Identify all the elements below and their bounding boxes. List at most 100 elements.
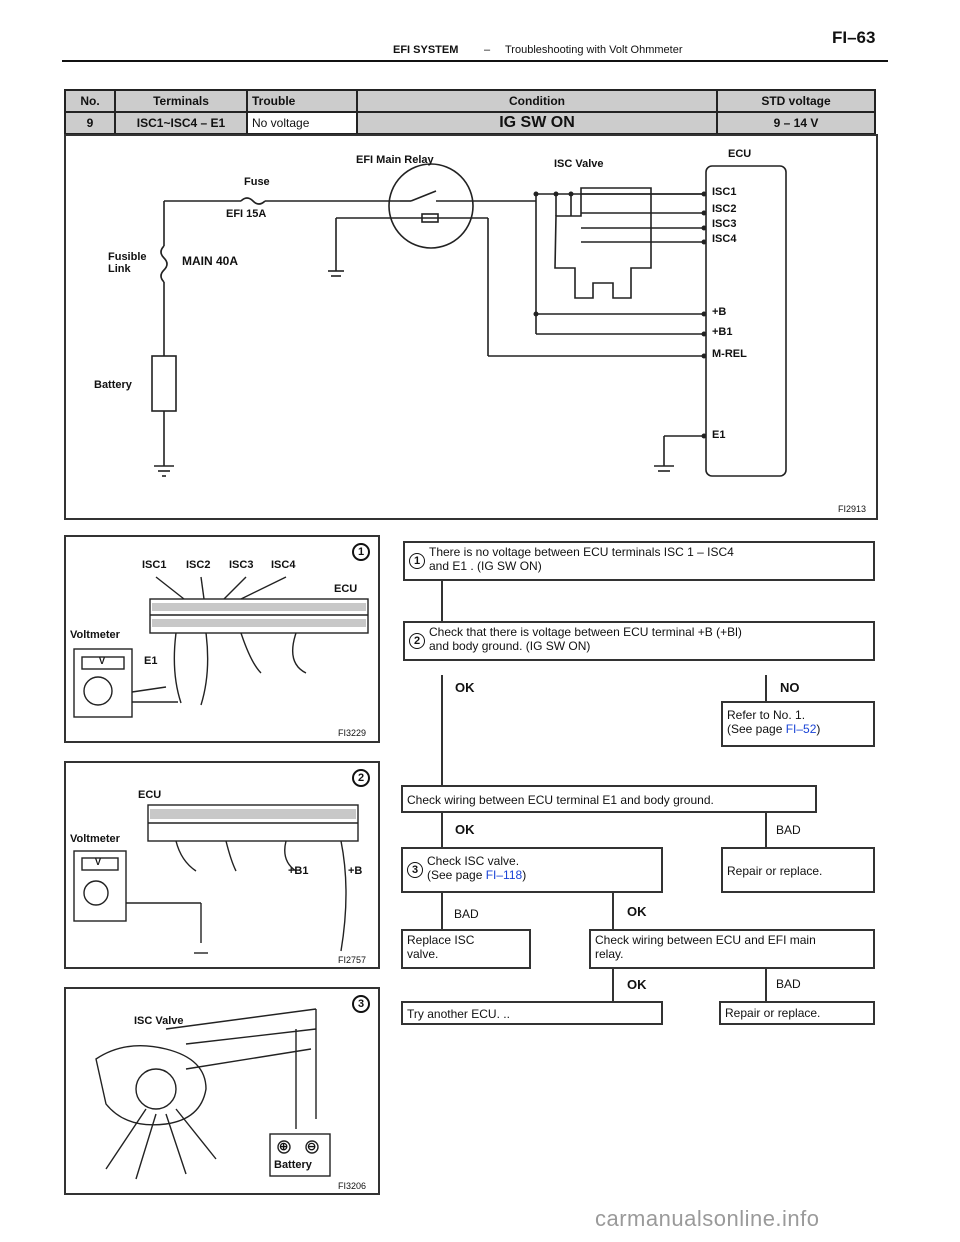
flow-check-relay-line1: Check wiring between ECU and EFI main bbox=[595, 933, 816, 947]
fig2-label-voltmeter: Voltmeter bbox=[70, 833, 120, 845]
cell-std-voltage: 9 – 14 V bbox=[716, 111, 876, 135]
figure-step1-svg bbox=[73, 576, 369, 718]
col-condition: Condition bbox=[356, 89, 718, 113]
header-rule bbox=[62, 60, 888, 62]
connector bbox=[441, 581, 443, 621]
flow-check-relay-line2: relay. bbox=[595, 947, 624, 961]
col-terminals: Terminals bbox=[114, 89, 248, 113]
connector bbox=[765, 969, 767, 1001]
flow-step3-suffix: ) bbox=[522, 868, 527, 882]
figure-id-step3: FI3206 bbox=[338, 1181, 367, 1191]
flow-ok-2: OK bbox=[455, 822, 475, 837]
flow-check-relay-box: Check wiring between ECU and EFI main re… bbox=[589, 929, 875, 969]
label-fuse: Fuse bbox=[244, 176, 270, 188]
fig1-label-voltmeter: Voltmeter bbox=[70, 629, 120, 641]
flow-step3-text1: Check ISC valve. bbox=[427, 854, 520, 868]
figure-id-wiring: FI2913 bbox=[838, 504, 867, 514]
flow-refer-line1: Refer to No. 1. bbox=[727, 708, 806, 722]
flow-step3-number: 3 bbox=[407, 862, 423, 878]
label-isc4: ISC4 bbox=[712, 233, 737, 245]
flow-step2-text2: and body ground. (IG SW ON) bbox=[429, 639, 591, 653]
spec-table: No. Terminals Trouble Condition STD volt… bbox=[64, 89, 876, 135]
wiring-diagram-svg bbox=[151, 163, 787, 477]
flow-bad-2: BAD bbox=[454, 907, 479, 921]
flow-refer-box: Refer to No. 1. (See page FI–52) bbox=[721, 701, 875, 747]
label-isc2: ISC2 bbox=[712, 203, 737, 215]
label-main-relay: EFI Main Relay bbox=[356, 154, 434, 166]
figure-step2: 2 ECU Voltmeter V +B1 +B FI2757 bbox=[64, 761, 380, 969]
figure-step3-svg bbox=[95, 1008, 331, 1180]
fig3-label-isc-valve: ISC Valve bbox=[134, 1015, 184, 1027]
link-fi-118[interactable]: FI–118 bbox=[485, 868, 523, 882]
label-plus-b: +B bbox=[712, 306, 727, 318]
label-isc3: ISC3 bbox=[712, 218, 737, 230]
cell-trouble: No voltage bbox=[246, 111, 358, 135]
flow-step2-text1: Check that there is voltage between ECU … bbox=[429, 625, 742, 639]
flow-try-ecu-box: Try another ECU. .. bbox=[401, 1001, 663, 1025]
fig1-label-isc4: ISC4 bbox=[271, 559, 296, 571]
flow-repair1-box: Repair or replace. bbox=[721, 847, 875, 893]
connector bbox=[765, 813, 767, 847]
cell-terminals: ISC1~ISC4 – E1 bbox=[114, 111, 248, 135]
connector bbox=[612, 893, 614, 929]
connector bbox=[612, 969, 614, 1001]
fig2-label-v: V bbox=[95, 857, 102, 867]
flow-repair2-box: Repair or replace. bbox=[719, 1001, 875, 1025]
connector bbox=[441, 813, 443, 847]
label-fusible-link: Fusible Link bbox=[108, 251, 147, 275]
fig3-label-battery: Battery bbox=[274, 1159, 312, 1171]
fig2-label-plus-b: +B bbox=[348, 865, 363, 877]
flow-step1-number: 1 bbox=[409, 553, 425, 569]
flow-check-e1-text: Check wiring between ECU terminal E1 and… bbox=[407, 793, 714, 807]
label-main40a: MAIN 40A bbox=[182, 254, 239, 268]
fig1-label-v: V bbox=[99, 656, 106, 666]
figure-step2-svg bbox=[73, 804, 359, 954]
flow-replace-isc-line1: Replace ISC bbox=[407, 933, 475, 947]
flow-step2-box: 2 Check that there is voltage between EC… bbox=[403, 621, 875, 661]
label-isc1: ISC1 bbox=[712, 186, 737, 198]
label-ecu: ECU bbox=[728, 148, 752, 160]
figure-id-step1: FI3229 bbox=[338, 728, 367, 738]
header-section: EFI SYSTEM bbox=[393, 44, 459, 56]
flow-try-ecu-text: Try another ECU. .. bbox=[407, 1007, 510, 1021]
figure-step1-number: 1 bbox=[352, 543, 370, 561]
flow-ok-4: OK bbox=[627, 977, 647, 992]
figure-step3: 3 ISC Valve ⊕ ⊖ Battery FI3206 bbox=[64, 987, 380, 1195]
label-e1: E1 bbox=[712, 429, 726, 441]
page-number: FI–63 bbox=[832, 28, 876, 47]
fig1-label-ecu: ECU bbox=[334, 583, 358, 595]
flow-replace-isc-line2: valve. bbox=[407, 947, 439, 961]
flow-step3-prefix: (See page bbox=[427, 868, 486, 882]
figure-step2-number: 2 bbox=[352, 769, 370, 787]
flow-refer-line2: (See page FI–52) bbox=[727, 722, 869, 736]
flow-replace-isc-box: Replace ISC valve. bbox=[401, 929, 531, 969]
fig1-label-e1: E1 bbox=[144, 655, 158, 667]
fig3-label-plus: ⊕ bbox=[279, 1141, 289, 1153]
flow-step2-number: 2 bbox=[409, 633, 425, 649]
label-efi15a: EFI 15A bbox=[226, 208, 267, 220]
fig1-label-isc1: ISC1 bbox=[142, 559, 167, 571]
label-plus-b1: +B1 bbox=[712, 326, 733, 338]
watermark: carmanualsonline.info bbox=[595, 1206, 820, 1231]
link-fi-52[interactable]: FI–52 bbox=[785, 722, 817, 736]
figure-step1: 1 ISC1 ISC2 ISC3 ISC4 ECU Voltmeter V E1… bbox=[64, 535, 380, 743]
fig2-label-plus-b1: +B1 bbox=[288, 865, 309, 877]
flow-step1-box: 1 There is no voltage between ECU termin… bbox=[403, 541, 875, 581]
flow-ok-1: OK bbox=[455, 680, 475, 695]
header-separator: – bbox=[484, 44, 491, 56]
flow-step1-text1: There is no voltage between ECU terminal… bbox=[429, 545, 734, 559]
flow-no: NO bbox=[780, 680, 800, 695]
spec-table-row: 9 ISC1~ISC4 – E1 No voltage IG SW ON 9 –… bbox=[64, 111, 876, 135]
label-m-rel: M-REL bbox=[712, 348, 747, 360]
flow-bad-1: BAD bbox=[776, 823, 801, 837]
connector bbox=[441, 675, 443, 785]
spec-table-header: No. Terminals Trouble Condition STD volt… bbox=[64, 89, 876, 113]
flow-check-e1-box: Check wiring between ECU terminal E1 and… bbox=[401, 785, 817, 813]
figure-id-step2: FI2757 bbox=[338, 955, 367, 965]
flow-refer-prefix: (See page bbox=[727, 722, 786, 736]
header-description: Troubleshooting with Volt Ohmmeter bbox=[505, 44, 683, 56]
flow-refer-suffix: ) bbox=[816, 722, 821, 736]
flow-bad-3: BAD bbox=[776, 977, 801, 991]
connector bbox=[441, 893, 443, 929]
fig2-label-ecu: ECU bbox=[138, 789, 162, 801]
